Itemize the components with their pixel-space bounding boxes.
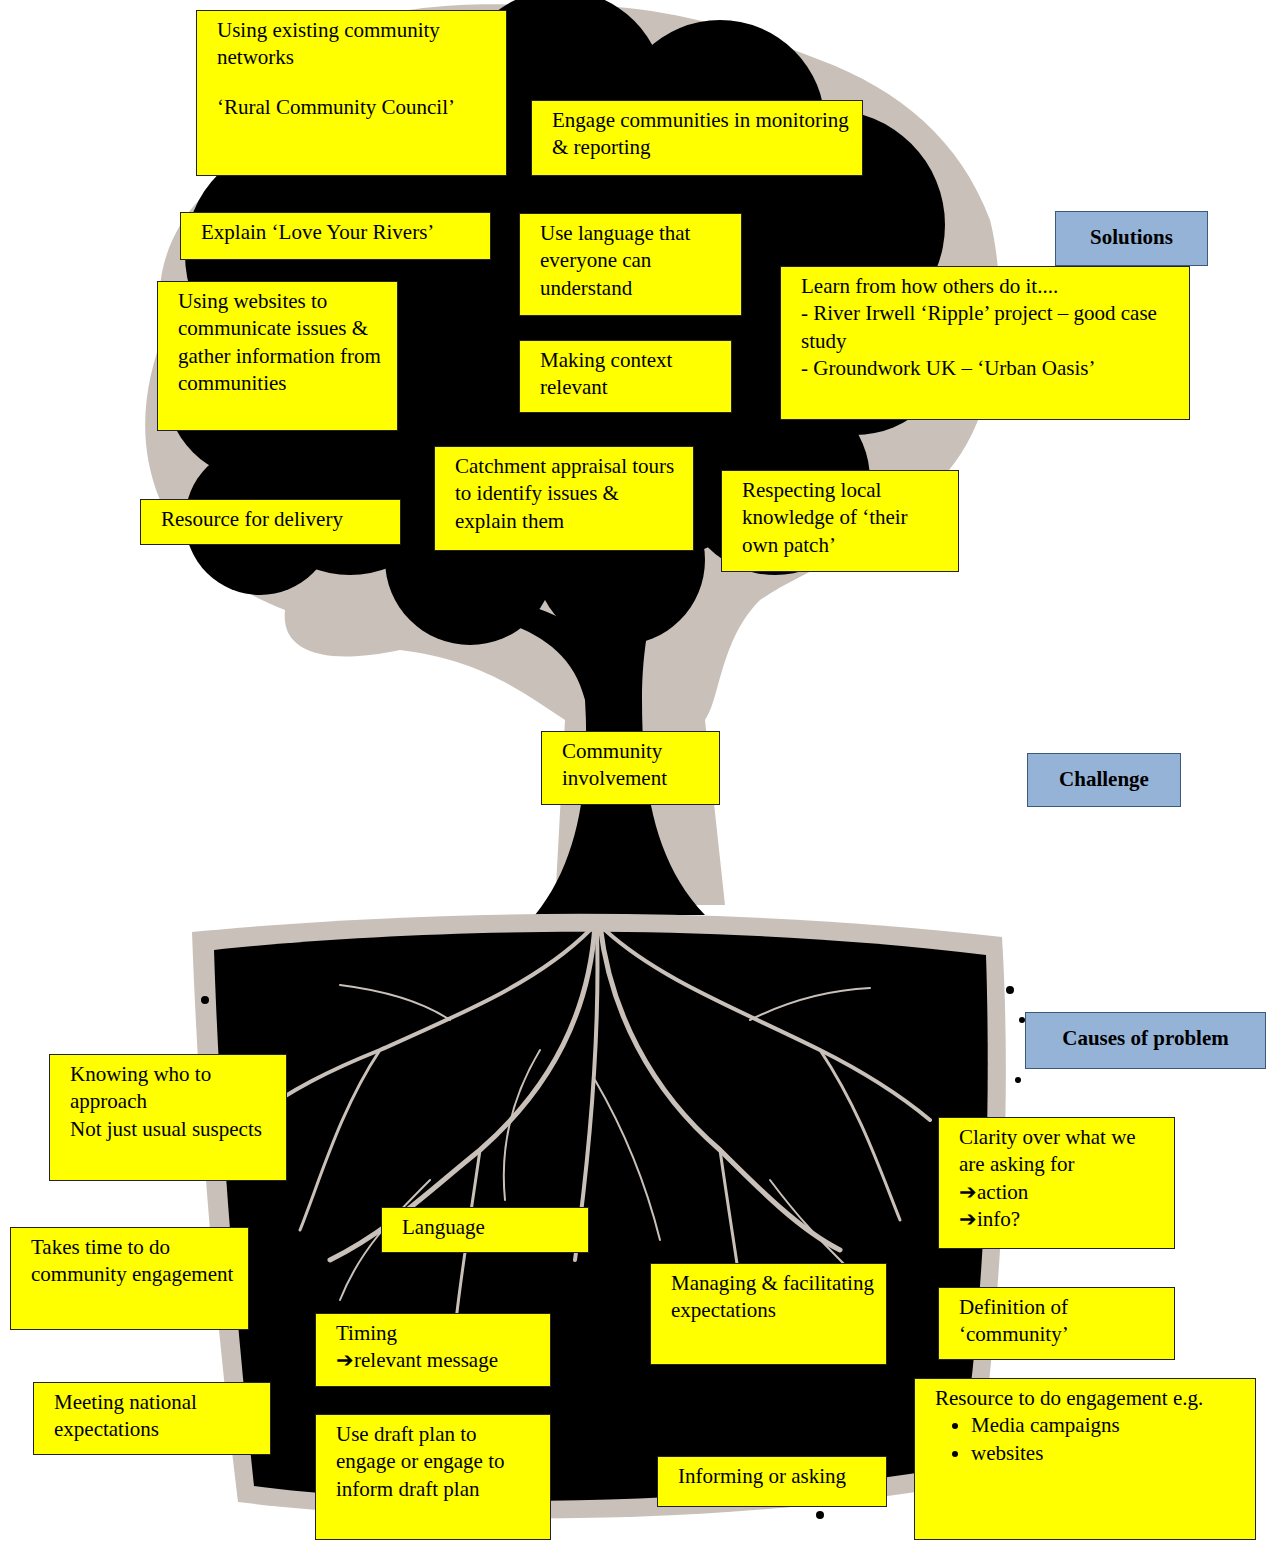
heading-box: Causes of problem	[1025, 1012, 1266, 1069]
note-text: Media campaigns	[971, 1412, 1243, 1439]
note-text: Resource for delivery	[161, 506, 388, 533]
canopy-shadow	[145, 4, 999, 905]
note-text: - Groundwork UK – ‘Urban Oasis’	[801, 355, 1177, 382]
note-text: Clarity over what we are asking for	[959, 1124, 1162, 1179]
note-box: Catchment appraisal tours to identify is…	[434, 446, 694, 551]
trunk	[455, 538, 705, 915]
note-box: Use language that everyone can understan…	[519, 213, 742, 316]
note-text: Timing	[336, 1320, 538, 1347]
heading-box: Solutions	[1055, 211, 1208, 266]
note-box: Meeting national expectations	[33, 1382, 271, 1455]
note-box: Community involvement	[541, 731, 720, 805]
note-text: Informing or asking	[678, 1463, 874, 1490]
note-box: Knowing who to approachNot just usual su…	[49, 1054, 287, 1181]
note-text: Definition of ‘community’	[959, 1294, 1162, 1349]
note-box: Clarity over what we are asking for➔acti…	[938, 1117, 1175, 1249]
note-box: Takes time to do community engagement	[10, 1227, 249, 1330]
note-text: Knowing who to approach	[70, 1061, 274, 1116]
note-box: Learn from how others do it....- River I…	[780, 266, 1190, 420]
note-text: Engage communities in monitoring & repor…	[552, 107, 850, 162]
note-text: Respecting local knowledge of ‘their own…	[742, 477, 946, 559]
note-text: Explain ‘Love Your Rivers’	[201, 219, 478, 246]
note-box: Using websites to communicate issues & g…	[157, 281, 398, 431]
note-text: Takes time to do community engagement	[31, 1234, 236, 1289]
note-text: Language	[402, 1214, 576, 1241]
note-text: Use draft plan to engage or engage to in…	[336, 1421, 538, 1503]
note-box: Timing➔relevant message	[315, 1313, 551, 1387]
note-box: Definition of ‘community’	[938, 1287, 1175, 1360]
note-text: ➔relevant message	[336, 1347, 538, 1374]
note-box: Use draft plan to engage or engage to in…	[315, 1414, 551, 1540]
note-text: Managing & facilitating expectations	[671, 1270, 874, 1325]
note-box: Explain ‘Love Your Rivers’	[180, 212, 491, 260]
note-box: Language	[381, 1207, 589, 1253]
note-box: Informing or asking	[657, 1456, 887, 1507]
note-text: Using websites to communicate issues & g…	[178, 288, 385, 397]
note-box: Using existing community networks ‘Rural …	[196, 10, 507, 176]
note-text: - River Irwell ‘Ripple’ project – good c…	[801, 300, 1177, 355]
note-text: Meeting national expectations	[54, 1389, 258, 1444]
note-text: Making context relevant	[540, 347, 719, 402]
note-text: Community involvement	[562, 738, 707, 793]
note-text: Catchment appraisal tours to identify is…	[455, 453, 681, 535]
note-text: websites	[971, 1440, 1243, 1467]
heading-text: Causes of problem	[1034, 1025, 1257, 1052]
note-text: ➔info?	[959, 1206, 1162, 1233]
note-box: Managing & facilitating expectations	[650, 1263, 887, 1365]
note-text: Learn from how others do it....	[801, 273, 1177, 300]
note-box: Respecting local knowledge of ‘their own…	[721, 470, 959, 572]
note-box: Resource to do engagement e.g.Media camp…	[914, 1378, 1256, 1540]
note-text: Use language that everyone can understan…	[540, 220, 729, 302]
note-box: Making context relevant	[519, 340, 732, 413]
heading-box: Challenge	[1027, 753, 1181, 807]
note-text: Not just usual suspects	[70, 1116, 274, 1143]
note-text: ‘Rural Community Council’	[217, 94, 494, 121]
note-text: Using existing community networks	[217, 17, 494, 72]
heading-text: Solutions	[1064, 224, 1199, 251]
note-text: ➔action	[959, 1179, 1162, 1206]
note-box: Engage communities in monitoring & repor…	[531, 100, 863, 176]
heading-text: Challenge	[1036, 766, 1172, 793]
note-box: Resource for delivery	[140, 499, 401, 545]
note-text: Resource to do engagement e.g.	[935, 1385, 1243, 1412]
bullet-list: Media campaignswebsites	[935, 1412, 1243, 1467]
